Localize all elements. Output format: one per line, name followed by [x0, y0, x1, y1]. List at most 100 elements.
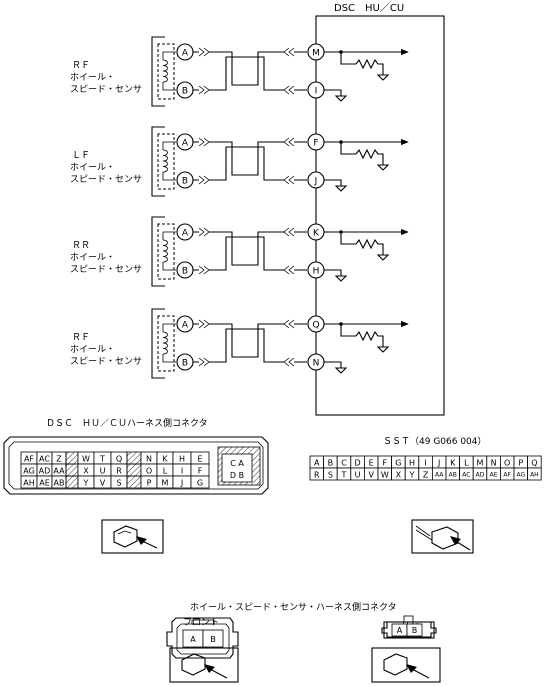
sensor-pin-a-label: A — [182, 49, 189, 59]
sst-cell-label: L — [464, 459, 469, 468]
sst-cell-label: T — [341, 471, 347, 480]
sensor-circuits: ＲＦホイール・スピード・センサABMIＬＦホイール・スピード・センサABFJＲＲ… — [70, 36, 409, 379]
sensor-name-line2: ホイール・ — [70, 162, 115, 173]
harness-cavity-label: W — [82, 455, 90, 464]
ground-symbol — [334, 367, 348, 374]
sensor-body — [151, 126, 165, 197]
sst-cell-label: W — [381, 471, 389, 480]
connector-chevron — [283, 227, 295, 237]
sst-cell-label: K — [450, 459, 456, 468]
harness-cavity-blank — [126, 463, 142, 477]
connector-view-icon-front — [169, 647, 239, 683]
sensor-name-line3: スピード・センサ — [70, 174, 142, 185]
ground-symbol — [334, 185, 348, 192]
sst-cell-label: AA — [435, 472, 444, 479]
sensor-pin-a-label: A — [182, 321, 189, 331]
sst-cell-label: AB — [449, 472, 457, 479]
wire-a — [193, 323, 307, 358]
hu-pin-b-label: J — [314, 177, 318, 187]
harness-cavity-blank — [65, 463, 79, 477]
harness-cavity-label: J — [180, 479, 183, 488]
resistor-lead — [340, 324, 356, 337]
wire-b — [193, 236, 307, 271]
ground-symbol — [376, 254, 390, 261]
rear-pin-a: A — [397, 626, 403, 635]
harness-cavity-label: AA — [53, 467, 65, 476]
sensor-pin-b-label: B — [182, 177, 188, 187]
resistor — [355, 330, 384, 347]
sst-cell-label: AD — [476, 472, 485, 479]
resistor-lead — [340, 232, 356, 245]
harness-cavity-label: F — [198, 467, 203, 476]
sensor-pin-b-label: B — [182, 87, 188, 97]
connector-chevron — [198, 319, 210, 329]
resistor — [355, 58, 384, 75]
front-pin-a: A — [190, 635, 196, 644]
harness-cavity-label: N — [146, 455, 152, 464]
sst-cell-label: G — [395, 459, 401, 468]
hu-pin-b-label: N — [313, 359, 320, 369]
sst-cell-label: J — [437, 459, 440, 468]
sensor-name-line2: ホイール・ — [70, 252, 115, 263]
harness-cavity-label: Z — [56, 455, 62, 464]
ground-symbol — [376, 74, 390, 81]
connector-chevron — [283, 319, 295, 329]
ground-symbol — [376, 164, 390, 171]
sst-cell-label: AH — [530, 472, 539, 479]
hu-pin-a-label: F — [313, 139, 318, 149]
sensor-name-line3: スピード・センサ — [70, 356, 142, 367]
harness-cavity-blank — [65, 451, 79, 465]
harness-cavity-blank — [65, 475, 79, 489]
sst-cell-label: H — [409, 459, 415, 468]
sensor-name: ＲＦ — [72, 61, 90, 71]
sensor-coil — [162, 59, 168, 83]
ground-lead — [324, 179, 342, 186]
sst-cell-label: AF — [503, 472, 511, 479]
harness-cavity-label: K — [162, 455, 168, 464]
sst-title: ＳＳＴ（49 G066 004） — [383, 436, 487, 447]
sst-cell-label: AC — [462, 472, 470, 479]
harness-cavity-label: I — [181, 467, 183, 476]
ground-symbol — [334, 95, 348, 102]
hu-pin-a-label: Q — [312, 321, 319, 331]
harness-cavity-label: AH — [23, 479, 35, 488]
wire-a — [193, 231, 307, 266]
dsc-hu-cu-unit: DSC HU／CU — [315, 2, 445, 416]
resistor — [355, 238, 384, 255]
harness-side-top: C A — [230, 459, 244, 468]
sst-cell-label: E — [369, 459, 374, 468]
sst-cell-label: Z — [423, 471, 429, 480]
connector-view-icon-sst — [411, 519, 474, 554]
front-connector: A B — [166, 617, 239, 659]
sst-cell-label: X — [396, 471, 402, 480]
sensor-harness-connectors: ホイール・スピード・センサ・ハーネス側コネクタ フロント リヤ A B A B — [166, 601, 441, 683]
connector-chevron — [198, 175, 210, 185]
wire-b — [193, 328, 307, 363]
harness-cavity-label: X — [83, 467, 89, 476]
sst-cell — [527, 467, 542, 481]
sensor-coil — [162, 149, 168, 173]
ground-lead — [324, 361, 342, 368]
wire-a — [193, 51, 307, 86]
harness-cavity-label: L — [163, 467, 168, 476]
harness-cavity-label: H — [179, 455, 185, 464]
sst-cell-label: AG — [516, 472, 525, 479]
harness-cavity-label: AF — [24, 455, 34, 464]
sst-cell-label: S — [328, 471, 333, 480]
sensor-pin-b-label: B — [182, 267, 188, 277]
harness-cavity-label: AD — [39, 467, 51, 476]
unit-title: DSC HU／CU — [334, 2, 404, 14]
sensor-name: ＬＦ — [72, 151, 90, 161]
sensor-shield — [157, 43, 175, 100]
sst-cell-label: P — [518, 459, 523, 468]
harness-cavity-label: U — [100, 467, 106, 476]
harness-connector-title: ＤＳＣ ＨＵ／ＣＵハーネス側コネクタ — [46, 417, 208, 429]
resistor-lead — [340, 142, 356, 155]
sensor-name-line3: スピード・センサ — [70, 264, 142, 275]
